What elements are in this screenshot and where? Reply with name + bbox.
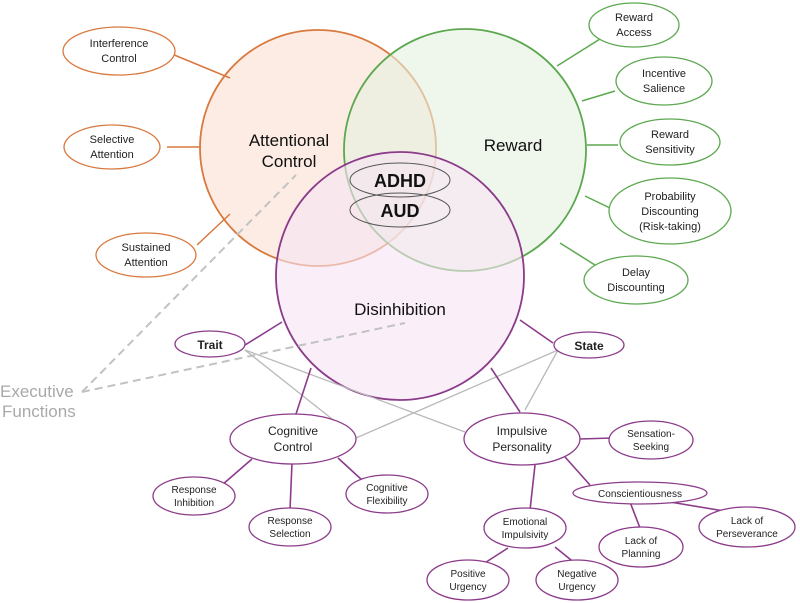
sensation-seeking-node [608, 420, 694, 460]
selective-attention-label-2: Attention [90, 149, 133, 161]
interference-control-label-2: Control [101, 53, 136, 65]
cognitive-control-label-2: Control [274, 440, 313, 454]
incentive-salience-node [615, 56, 713, 106]
lack-of-planning-label-1: Lack of [625, 536, 657, 547]
reward-label: Reward [484, 136, 543, 155]
reward-connectors [556, 38, 618, 266]
negative-urgency-node [535, 559, 619, 601]
lack-of-planning-node [598, 526, 684, 568]
conscientiousness-node [572, 481, 708, 505]
probability-discounting-label-2: Discounting [641, 206, 698, 218]
response-inhibition-label-1: Response [171, 485, 216, 496]
adhd-label: ADHD [374, 171, 426, 191]
response-selection-label-2: Selection [269, 529, 310, 540]
executive-functions-lines [81, 174, 406, 393]
selective-attention-node [63, 124, 161, 170]
sensation-seeking-label-2: Seeking [633, 442, 669, 453]
state-label: State [574, 339, 604, 353]
cognitive-control-node [229, 413, 357, 465]
executive-functions-label-2: Functions [2, 402, 76, 421]
sustained-attention-node [95, 232, 197, 278]
positive-urgency-label-2: Urgency [449, 582, 486, 593]
adhd-ellipse [349, 162, 451, 198]
probability-discounting-label-1: Probability [644, 191, 696, 203]
positive-urgency-node [426, 559, 510, 601]
aud-ellipse [349, 192, 451, 228]
reward-sensitivity-node [619, 118, 721, 166]
impulsive-personality-label-2: Personality [492, 440, 551, 454]
attentional-control-label-2: Control [262, 152, 317, 171]
executive-functions-label-1: Executive [0, 382, 74, 401]
emotional-impulsivity-label-2: Impulsivity [502, 530, 549, 541]
sustained-attention-label-1: Sustained [122, 242, 171, 254]
impulsive-personality-node [463, 412, 581, 466]
attention-connectors [166, 51, 231, 246]
lack-of-perseverance-label-1: Lack of [731, 516, 763, 527]
response-selection-node [248, 507, 332, 547]
emotional-impulsivity-label-1: Emotional [503, 517, 547, 528]
trait-node [174, 330, 246, 358]
sensation-seeking-label-1: Sensation- [627, 429, 675, 440]
probability-discounting-label-3: (Risk-taking) [639, 221, 701, 233]
selective-attention-label-1: Selective [90, 134, 135, 146]
delay-discounting-label-2: Discounting [607, 282, 664, 294]
purple-connectors [221, 319, 731, 567]
state-node [553, 331, 625, 359]
reward-access-node [588, 2, 680, 48]
cognitive-control-label-1: Cognitive [268, 424, 318, 438]
response-inhibition-node [152, 476, 236, 516]
incentive-salience-label-1: Incentive [642, 68, 686, 80]
conscientiousness-label: Conscientiousness [598, 489, 682, 500]
reward-sensitivity-label-2: Sensitivity [645, 144, 695, 156]
negative-urgency-label-1: Negative [557, 569, 597, 580]
reward-sensitivity-label-1: Reward [651, 129, 689, 141]
lack-of-perseverance-node [698, 506, 796, 548]
lack-of-planning-label-2: Planning [622, 549, 661, 560]
cognitive-flexibility-label-1: Cognitive [366, 483, 408, 494]
reward-access-label-2: Access [616, 27, 652, 39]
response-selection-label-1: Response [267, 516, 312, 527]
delay-discounting-label-1: Delay [622, 267, 651, 279]
cognitive-flexibility-node [345, 474, 429, 514]
sustained-attention-label-2: Attention [124, 257, 167, 269]
emotional-impulsivity-node [483, 507, 567, 549]
attentional-control-label-1: Attentional [249, 131, 329, 150]
probability-discounting-node [608, 177, 732, 245]
lack-of-perseverance-label-2: Perseverance [716, 529, 778, 540]
disinhibition-label: Disinhibition [354, 300, 446, 319]
positive-urgency-label-1: Positive [450, 569, 485, 580]
interference-control-label-1: Interference [90, 38, 149, 50]
cognitive-flexibility-label-2: Flexibility [366, 496, 407, 507]
negative-urgency-label-2: Urgency [558, 582, 595, 593]
response-inhibition-label-2: Inhibition [174, 498, 214, 509]
impulsive-personality-label-1: Impulsive [497, 424, 548, 438]
reward-access-label-1: Reward [615, 12, 653, 24]
aud-label: AUD [381, 201, 420, 221]
interference-control-node [62, 26, 176, 76]
delay-discounting-node [583, 255, 689, 305]
trait-label: Trait [197, 338, 222, 352]
incentive-salience-label-2: Salience [643, 83, 685, 95]
